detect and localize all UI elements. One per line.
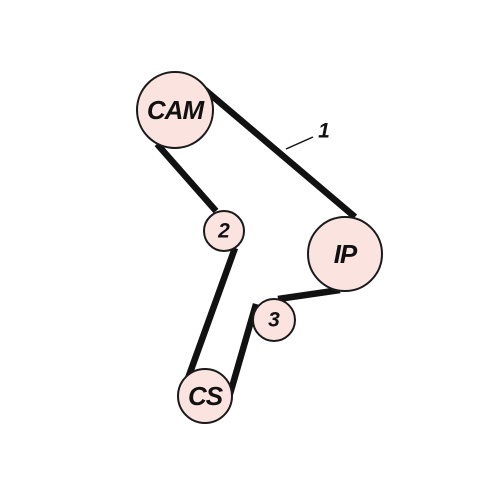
belt-segment-cam-ip <box>201 86 358 220</box>
belt-segment-idler3-cs <box>226 303 260 395</box>
cam-pulley-label: CAM <box>147 95 206 125</box>
idler-pulley-3: 3 <box>252 298 296 342</box>
timing-belt <box>154 86 358 395</box>
ip-pulley-label: IP <box>334 239 358 269</box>
cam-pulley: CAM <box>136 71 214 149</box>
ip-pulley-circle <box>307 216 383 292</box>
idler-pulley-2: 2 <box>203 210 245 252</box>
cs-pulley-label: CS <box>188 381 224 411</box>
idler-pulley-2-label: 2 <box>217 220 230 243</box>
cs-pulley-circle <box>177 368 233 424</box>
belt-segment-ip-idler3 <box>277 286 341 303</box>
cam-pulley-circle <box>136 71 214 149</box>
idler-pulley-2-circle <box>203 210 245 252</box>
belt-segment-idler2-cam <box>154 141 219 214</box>
belt-segment-cs-idler2 <box>183 246 239 383</box>
belt-label-group: 1 <box>285 120 330 150</box>
cs-pulley: CS <box>177 368 233 424</box>
belt-label: 1 <box>318 120 330 143</box>
belt-label-leader <box>285 136 314 150</box>
idler-pulley-3-label: 3 <box>268 309 280 332</box>
ip-pulley: IP <box>307 216 383 292</box>
idler-pulley-3-circle <box>252 298 296 342</box>
